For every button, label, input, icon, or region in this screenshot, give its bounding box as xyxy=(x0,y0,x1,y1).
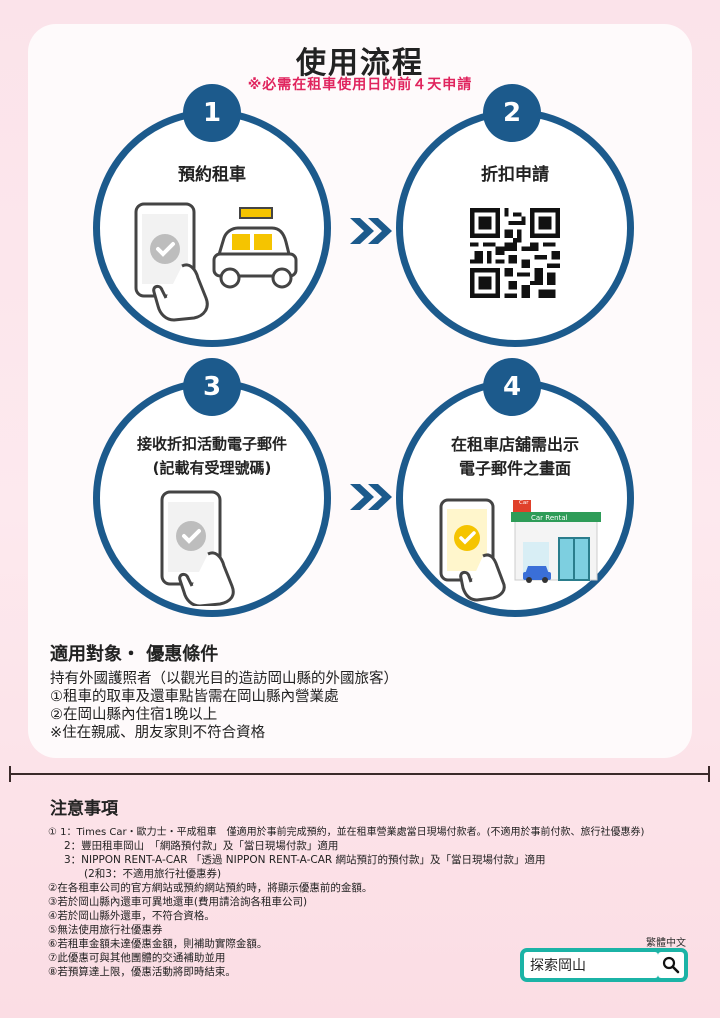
store-sign-short: Car xyxy=(519,500,529,506)
divider-cap-left xyxy=(9,766,11,782)
note-line: ⑥若租車金額未達優惠金額，則補助實際金額。 xyxy=(48,938,268,950)
step-4-number: 4 xyxy=(483,358,541,416)
eligibility-heading: 適用對象・ 優惠條件 xyxy=(50,644,219,665)
eligibility-line: ※住在親戚、朋友家則不符合資格 xyxy=(50,725,266,741)
search-button[interactable] xyxy=(658,952,684,978)
step-1-number: 1 xyxy=(183,84,241,142)
page-title: 使用流程 xyxy=(296,46,424,81)
note-line: ⑤無法使用旅行社優惠券 xyxy=(48,924,163,936)
qr-code-icon xyxy=(470,208,560,298)
eligibility-line: 持有外國護照者（以觀光目的造訪岡山縣的外國旅客） xyxy=(50,671,398,687)
phone-check-icon xyxy=(160,490,235,606)
search-input[interactable] xyxy=(524,952,658,978)
step-4-label-line2: 電子郵件之畫面 xyxy=(458,459,571,478)
notes-heading: 注意事項 xyxy=(50,799,118,819)
process-card: 使用流程 ※必需在租車使用日的前４天申請 預約租車 1 折扣申請 xyxy=(28,24,692,758)
note-line: ②在各租車公司的官方網站或預約網站預約時，將顯示優惠前的金額。 xyxy=(48,882,373,894)
step-4-label-line1: 在租車店舖需出示 xyxy=(450,435,579,454)
note-line: ③若於岡山縣內還車可異地還車(費用請洽詢各租車公司) xyxy=(48,896,308,908)
next-arrow-icon xyxy=(350,218,392,244)
note-line: 2：豐田租車岡山 「網路預付款」及「當日現場付款」適用 xyxy=(64,840,339,852)
step-3-label-line2: (記載有受理號碼) xyxy=(152,459,272,477)
note-line: (2和3：不適用旅行社優惠券) xyxy=(84,868,222,880)
language-label: 繁體中文 xyxy=(646,938,686,949)
step-2-label: 折扣申請 xyxy=(481,165,549,185)
store-sign-text: Car Rental xyxy=(531,514,568,522)
step-3-number: 3 xyxy=(183,358,241,416)
search-icon xyxy=(662,956,680,974)
note-line: ⑧若預算達上限，優惠活動將即時結束。 xyxy=(48,966,236,978)
note-line: ④若於岡山縣外還車，不符合資格。 xyxy=(48,910,215,922)
phone-and-car-icon xyxy=(134,202,298,322)
note-line: ⑦此優惠可與其他團體的交通補助並用 xyxy=(48,952,226,964)
eligibility-line: ①租車的取車及還車點皆需在岡山縣內營業處 xyxy=(50,689,339,705)
step-1-label: 預約租車 xyxy=(178,165,246,185)
step-1-circle: 預約租車 xyxy=(93,109,331,347)
step-2-number: 2 xyxy=(483,84,541,142)
section-divider xyxy=(10,773,710,775)
search-box xyxy=(520,948,688,982)
step-2-circle: 折扣申請 xyxy=(396,109,634,347)
step-4-circle: 在租車店舖需出示 電子郵件之畫面 Car Car Rental xyxy=(396,379,634,617)
deadline-notice: ※必需在租車使用日的前４天申請 xyxy=(247,77,473,93)
phone-and-rental-store-icon: Car Car Rental xyxy=(439,498,601,602)
step-3-label-line1: 接收折扣活動電子郵件 xyxy=(136,435,287,453)
next-arrow-icon xyxy=(350,484,392,510)
note-line: 3：NIPPON RENT-A-CAR 「透過 NIPPON RENT-A-CA… xyxy=(64,854,546,866)
divider-cap-right xyxy=(708,766,710,782)
eligibility-line: ②在岡山縣內住宿1晚以上 xyxy=(50,707,218,723)
note-line: ① 1：Times Car・歐力士・平成租車 僅適用於事前完成預約，並在租車營業… xyxy=(48,827,645,838)
